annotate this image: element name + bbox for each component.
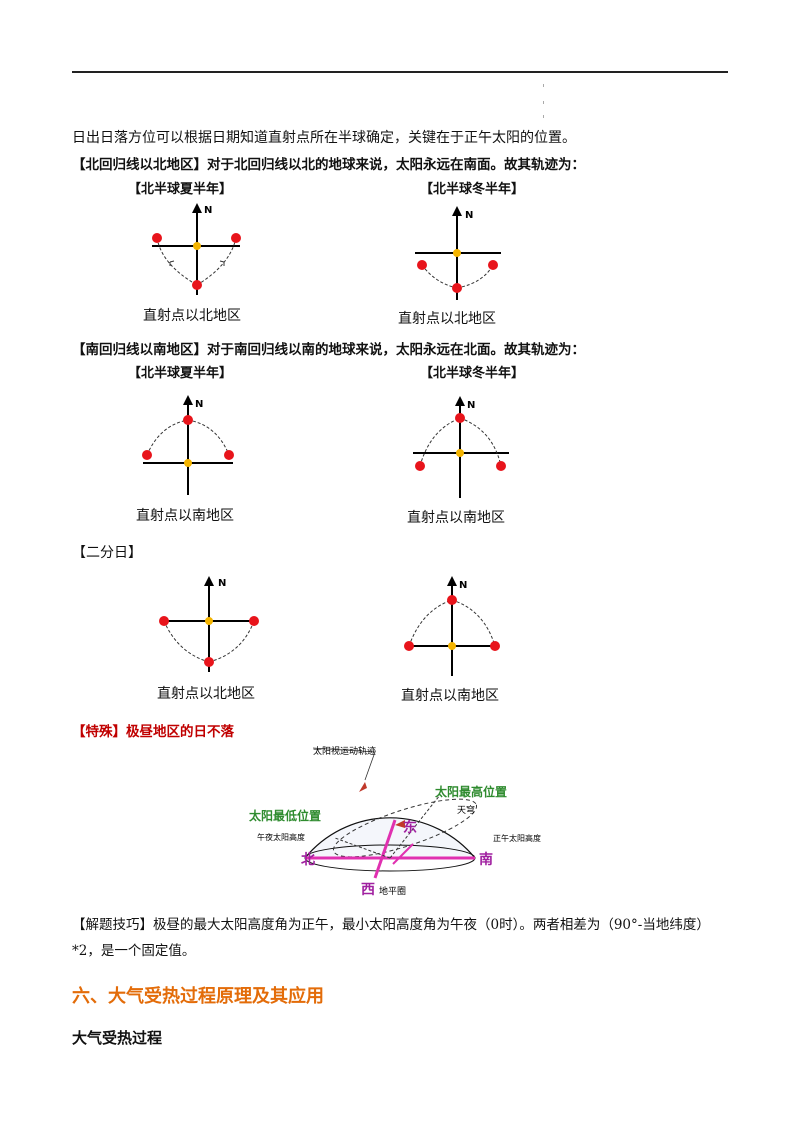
sun-path-diagram-equinox-north: N	[159, 576, 259, 672]
header-rule	[72, 71, 728, 73]
noon-label: 正午太阳高度	[493, 833, 541, 843]
subsection-title: 大气受热过程	[72, 1029, 163, 1047]
north-label: N	[465, 210, 473, 221]
special-text: 极昼地区的日不落	[126, 724, 234, 740]
east-label: 东	[403, 819, 417, 836]
caption-south: 直射点以南地区	[407, 510, 505, 526]
north-label: N	[218, 578, 226, 589]
horizon-label: 地平圈	[379, 885, 406, 897]
dot-mark	[543, 101, 544, 104]
caption-north: 直射点以北地区	[157, 686, 255, 702]
sun-path-diagram-equinox-south: N	[404, 576, 500, 676]
sun-path-diagram-north-winter: N	[415, 206, 501, 300]
south-direction-label: 南	[479, 851, 493, 868]
sun-path-diagram-south-summer: N	[142, 395, 234, 495]
highest-label: 太阳最高位置	[435, 784, 507, 799]
sun-path-diagram-north-summer: N	[152, 203, 241, 295]
tip-paragraph: 【解题技巧】极昼的最大太阳高度角为正午，最小太阳高度角为午夜（0时）。两者相差为…	[72, 917, 710, 959]
caption-north: 直射点以北地区	[398, 311, 496, 327]
midnight-label: 午夜太阳高度	[257, 832, 305, 842]
sky-label: 天穹	[457, 804, 475, 816]
south-heading: 【南回归线以南地区】对于南回归线以南的地球来说，太阳永远在北面。故其轨迹为：	[72, 342, 585, 358]
caption-north: 直射点以北地区	[143, 308, 241, 324]
winter-label: 【北半球冬半年】	[420, 366, 525, 381]
north-label: N	[195, 399, 203, 410]
intro-text: 日出日落方位可以根据日期知道直射点所在半球确定，关键在于正午太阳的位置。	[72, 130, 576, 146]
summer-label: 【北半球夏半年】	[128, 366, 233, 381]
lowest-label: 太阳最低位置	[249, 808, 321, 823]
caption-south: 直射点以南地区	[136, 508, 234, 524]
north-label: N	[459, 580, 467, 591]
north-label: N	[204, 205, 212, 216]
summer-label: 【北半球夏半年】	[128, 182, 233, 197]
special-prefix: 【特殊】	[72, 724, 126, 740]
caption-south: 直射点以南地区	[401, 688, 499, 704]
dot-mark	[543, 115, 544, 118]
sun-path-diagram-south-winter: N	[413, 396, 509, 498]
north-direction-label: 北	[301, 852, 315, 868]
dot-mark	[543, 84, 544, 87]
track-label: 太阳视运动轨迹	[313, 745, 376, 757]
north-heading: 【北回归线以北地区】对于北回归线以北的地球来说，太阳永远在南面。故其轨迹为：	[72, 157, 585, 173]
polar-day-diagram: 太阳视运动轨迹 太阳最高位置 太阳最低位置 天穹 午夜太阳高度 正午太阳高度 东…	[249, 745, 541, 898]
north-label: N	[467, 400, 475, 411]
west-label: 西	[361, 882, 375, 898]
equinox-heading: 【二分日】	[72, 545, 142, 561]
winter-label: 【北半球冬半年】	[420, 182, 525, 197]
section-title: 六、大气受热过程原理及其应用	[72, 986, 324, 1007]
special-heading: 【特殊】极昼地区的日不落	[72, 720, 234, 740]
